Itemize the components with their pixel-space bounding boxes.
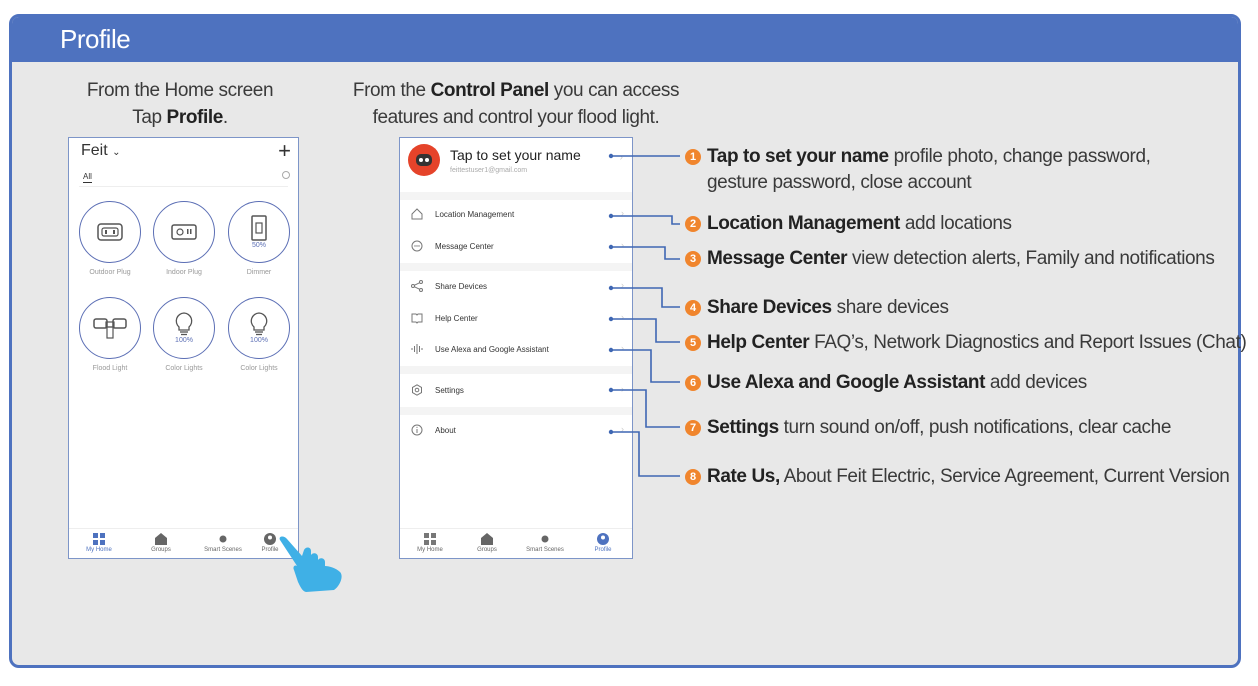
home-caption: From the Home screen Tap Profile. <box>60 77 300 131</box>
voice-icon <box>411 344 423 354</box>
person-icon <box>597 533 609 545</box>
device-label: Indoor Plug <box>166 269 202 276</box>
home-title[interactable]: Feit ⌄ <box>81 142 121 159</box>
panel-header: Profile <box>12 17 1238 62</box>
menu-message-center[interactable]: Message Center› <box>400 238 632 258</box>
device-tile[interactable]: 100% Color Lights <box>221 297 297 372</box>
home-divider <box>79 186 288 187</box>
device-label: Flood Light <box>92 365 128 372</box>
tab-profile[interactable]: Profile <box>575 533 631 553</box>
tab-bar: My Home Groups Smart Scenes Profile <box>400 528 632 558</box>
person-icon <box>264 533 276 545</box>
bulb-icon: 100% <box>153 297 215 359</box>
profile-name[interactable]: Tap to set your name <box>450 147 581 163</box>
profile-screen-phone: Tap to set your name feittestuser1@gmail… <box>399 137 633 559</box>
indoor-plug-icon <box>153 201 215 263</box>
section-gap <box>400 192 632 200</box>
tab-groups[interactable]: Groups <box>459 533 515 553</box>
device-tile[interactable]: 100% Color Lights <box>146 297 222 372</box>
panel-caption-line2: features and control your flood light. <box>372 107 660 128</box>
device-label: Dimmer <box>246 269 272 276</box>
device-label: Outdoor Plug <box>89 269 131 276</box>
info-icon <box>411 424 423 436</box>
menu-location-management[interactable]: Location Management› <box>400 206 632 226</box>
home-header: Feit ⌄ + All <box>69 138 298 188</box>
profile-header[interactable]: Tap to set your name feittestuser1@gmail… <box>400 138 632 188</box>
tab-groups[interactable]: Groups <box>133 533 189 553</box>
grid-icon <box>93 533 105 545</box>
section-gap <box>400 366 632 374</box>
robot-avatar-icon <box>416 154 432 166</box>
avatar[interactable] <box>408 144 440 176</box>
bulb-icon: 100% <box>228 297 290 359</box>
dimmer-icon: 50% <box>228 201 290 263</box>
tab-profile[interactable]: Profile <box>242 533 298 553</box>
tab-my-home[interactable]: My Home <box>71 533 127 553</box>
chat-icon <box>411 240 423 252</box>
house-icon <box>481 533 493 545</box>
section-title: Profile <box>60 24 131 54</box>
menu-settings[interactable]: Settings› <box>400 382 632 402</box>
device-tile[interactable]: Outdoor Plug <box>72 201 148 276</box>
device-level: 100% <box>175 337 193 344</box>
tab-settings-icon[interactable] <box>282 171 290 179</box>
tab-all[interactable]: All <box>83 172 92 183</box>
chevron-right-icon: › <box>619 152 623 163</box>
home-outline-icon <box>411 208 423 220</box>
home-caption-line2: Tap Profile. <box>132 107 228 128</box>
device-label: Color Lights <box>240 365 278 372</box>
device-label: Color Lights <box>165 365 203 372</box>
settings-icon <box>412 384 422 396</box>
pointing-hand-icon <box>279 536 342 592</box>
book-icon <box>411 313 423 324</box>
menu-about[interactable]: About› <box>400 422 632 442</box>
grid-icon <box>424 533 436 545</box>
share-icon <box>411 280 423 292</box>
device-tile[interactable]: Indoor Plug <box>146 201 222 276</box>
tab-smart-scenes[interactable]: Smart Scenes <box>195 533 251 553</box>
tab-smart-scenes[interactable]: Smart Scenes <box>517 533 573 553</box>
panel-caption: From the Control Panel you can access fe… <box>340 77 692 131</box>
device-tile[interactable]: 50% Dimmer <box>221 201 297 276</box>
menu-alexa-google[interactable]: Use Alexa and Google Assistant› <box>400 341 632 361</box>
tab-my-home[interactable]: My Home <box>402 533 458 553</box>
menu-help-center[interactable]: Help Center› <box>400 310 632 330</box>
sun-icon <box>219 535 227 543</box>
section-gap <box>400 407 632 415</box>
sun-icon <box>541 535 549 543</box>
outdoor-plug-icon <box>79 201 141 263</box>
tab-bar: My Home Groups Smart Scenes Profile <box>69 528 298 558</box>
add-device-button[interactable]: + <box>278 138 291 163</box>
house-icon <box>155 533 167 545</box>
profile-email: feittestuser1@gmail.com <box>450 167 528 174</box>
home-screen-phone: Feit ⌄ + All Outdoor Plug Indoor Plug 50… <box>68 137 299 559</box>
flood-light-icon <box>79 297 141 359</box>
device-level: 50% <box>251 242 266 249</box>
home-caption-line1: From the Home screen <box>86 80 274 101</box>
menu-share-devices[interactable]: Share Devices› <box>400 278 632 298</box>
panel-caption-line1: From the Control Panel you can access <box>352 80 680 101</box>
device-level: 100% <box>250 337 268 344</box>
device-tile[interactable]: Flood Light <box>72 297 148 372</box>
section-gap <box>400 263 632 271</box>
